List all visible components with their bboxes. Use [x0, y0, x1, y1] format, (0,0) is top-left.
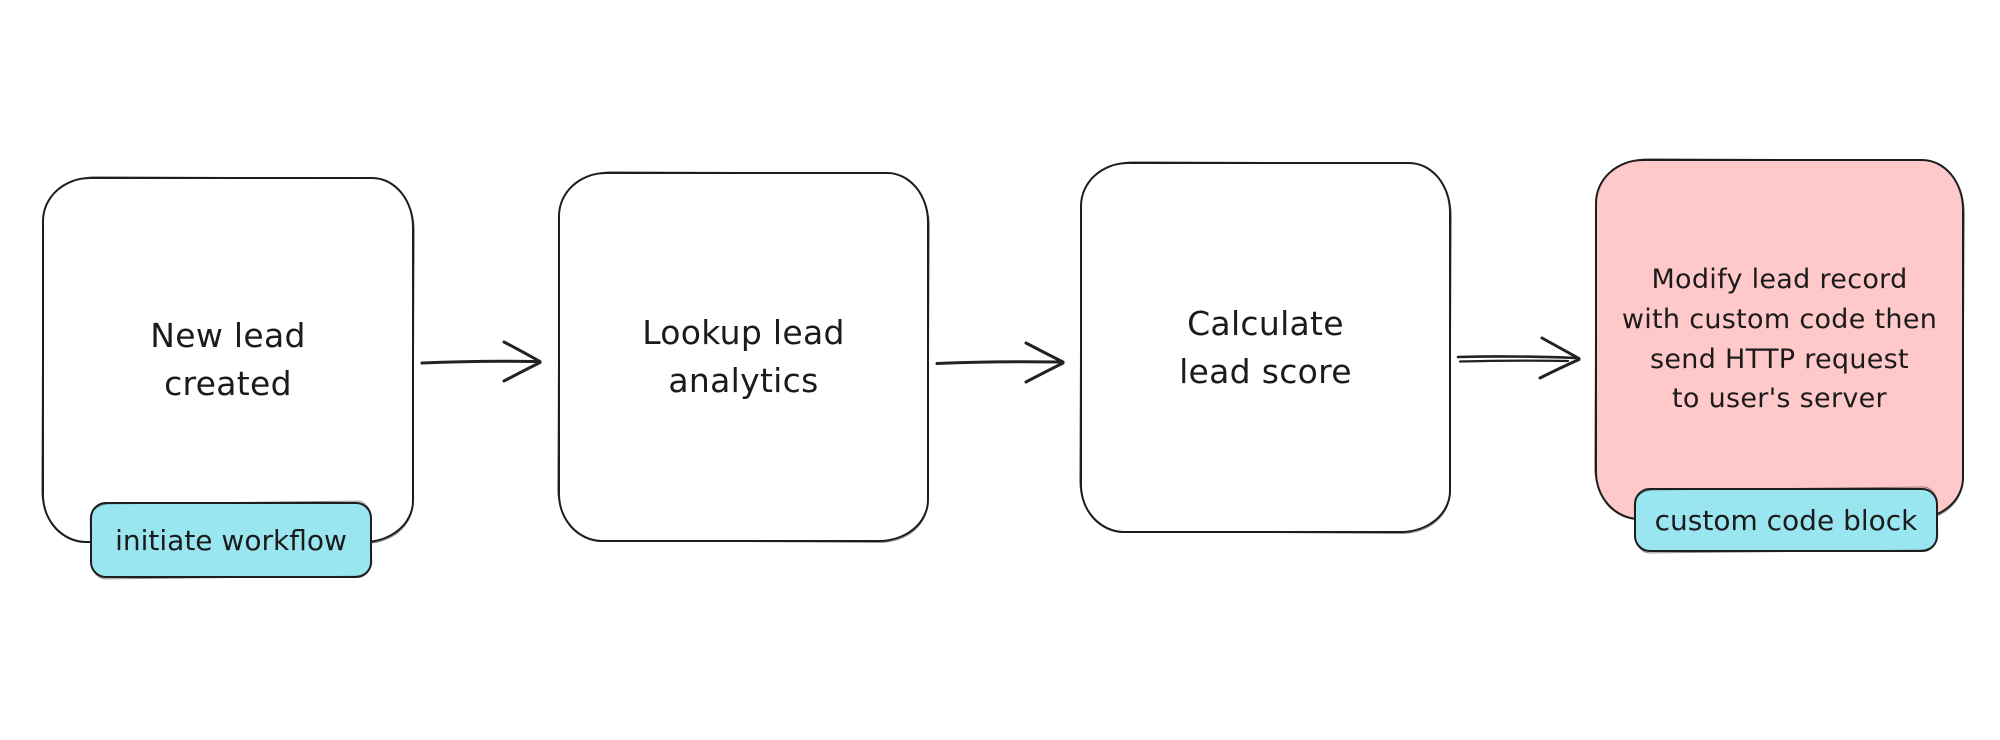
- node-label-line: Lookup lead: [642, 313, 845, 353]
- node-label-line: send HTTP request: [1650, 343, 1909, 375]
- badge-custom-code-block: custom code block: [1634, 488, 1938, 552]
- node-label-line: lead score: [1179, 351, 1352, 391]
- node-lookup-lead-analytics: Lookup lead analytics: [558, 172, 929, 542]
- node-label: Calculate lead score: [1179, 300, 1352, 396]
- arrow-right-icon: [935, 341, 1065, 384]
- node-label-line: New lead: [150, 316, 306, 356]
- flow-arrow-1: [418, 328, 558, 396]
- node-modify-lead-record: Modify lead record with custom code then…: [1595, 159, 1964, 520]
- flow-arrow-3: [1452, 324, 1592, 392]
- node-new-lead-created: New lead created: [42, 177, 414, 543]
- flow-arrow-2: [930, 328, 1070, 396]
- node-label: New lead created: [150, 312, 306, 408]
- node-label-line: analytics: [668, 361, 819, 400]
- badge-label: custom code block: [1654, 503, 1918, 537]
- badge-initiate-workflow: initiate workflow: [90, 502, 372, 578]
- node-label-line: with custom code then: [1621, 303, 1938, 335]
- node-label-line: Modify lead record: [1651, 263, 1908, 295]
- node-label-line: to user's server: [1672, 383, 1887, 415]
- node-label-line: created: [164, 364, 292, 403]
- node-label: Lookup lead analytics: [642, 309, 845, 405]
- node-label: Modify lead record with custom code then…: [1622, 260, 1937, 420]
- badge-label: initiate workflow: [115, 523, 347, 557]
- arrow-right-icon: [420, 340, 542, 383]
- arrow-right-icon: [1456, 336, 1581, 380]
- node-calculate-lead-score: Calculate lead score: [1080, 162, 1451, 533]
- node-label-line: Calculate: [1187, 303, 1344, 343]
